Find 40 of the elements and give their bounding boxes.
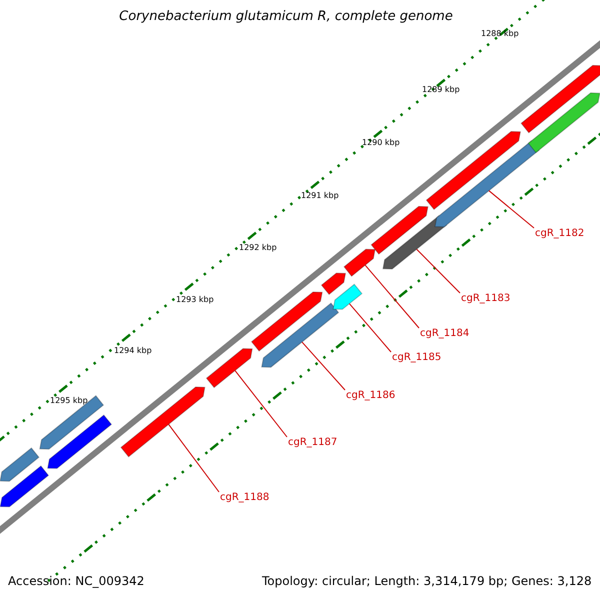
gene-bar bbox=[343, 248, 376, 277]
gene-bar bbox=[426, 131, 521, 210]
gene-label: cgR_1185 bbox=[392, 352, 442, 363]
gene-bar bbox=[250, 292, 323, 352]
tick-label: 1289 kbp bbox=[422, 86, 460, 95]
gene-label: cgR_1184 bbox=[420, 328, 470, 339]
leader-line bbox=[348, 303, 392, 352]
leader-line bbox=[302, 342, 346, 390]
footer-text: Topology: circular; Length: 3,314,179 bp; Genes: 3,128 bbox=[262, 575, 592, 588]
tick-label: 1293 kbp bbox=[176, 296, 214, 305]
tick-label: 1288 kbp bbox=[481, 30, 519, 39]
gene-bar bbox=[520, 64, 600, 134]
leader-line bbox=[416, 248, 460, 294]
gene-bar bbox=[261, 302, 340, 368]
gene-bar bbox=[0, 465, 50, 508]
tick-label: 1292 kbp bbox=[239, 244, 277, 253]
gene-bar bbox=[47, 414, 112, 469]
leader-line bbox=[168, 424, 220, 492]
leader-line bbox=[234, 370, 288, 438]
gene-bar bbox=[370, 206, 428, 255]
gene-bar bbox=[332, 284, 363, 310]
gene-bar bbox=[120, 386, 206, 458]
tick-label: 1291 kbp bbox=[301, 192, 339, 201]
leader-line bbox=[364, 264, 420, 328]
gene-label: cgR_1187 bbox=[288, 437, 338, 448]
gene-bar bbox=[320, 272, 346, 296]
gene-bar bbox=[0, 447, 40, 482]
leader-line bbox=[488, 190, 534, 228]
tick-label: 1290 kbp bbox=[362, 139, 400, 148]
title: Corynebacterium glutamicum R, complete genome bbox=[118, 10, 454, 24]
gene-bar bbox=[206, 348, 253, 388]
tick-label: 1294 kbp bbox=[114, 347, 152, 356]
gene-label: cgR_1183 bbox=[461, 293, 510, 304]
footer-text: Accession: NC_009342 bbox=[8, 575, 144, 588]
gene-label: cgR_1182 bbox=[535, 228, 584, 239]
gene-bar bbox=[39, 395, 104, 450]
gene-label: cgR_1188 bbox=[220, 492, 270, 503]
gene-bar bbox=[528, 92, 600, 154]
tick-label: 1295 kbp bbox=[50, 397, 88, 406]
gene-label: cgR_1186 bbox=[346, 390, 396, 401]
